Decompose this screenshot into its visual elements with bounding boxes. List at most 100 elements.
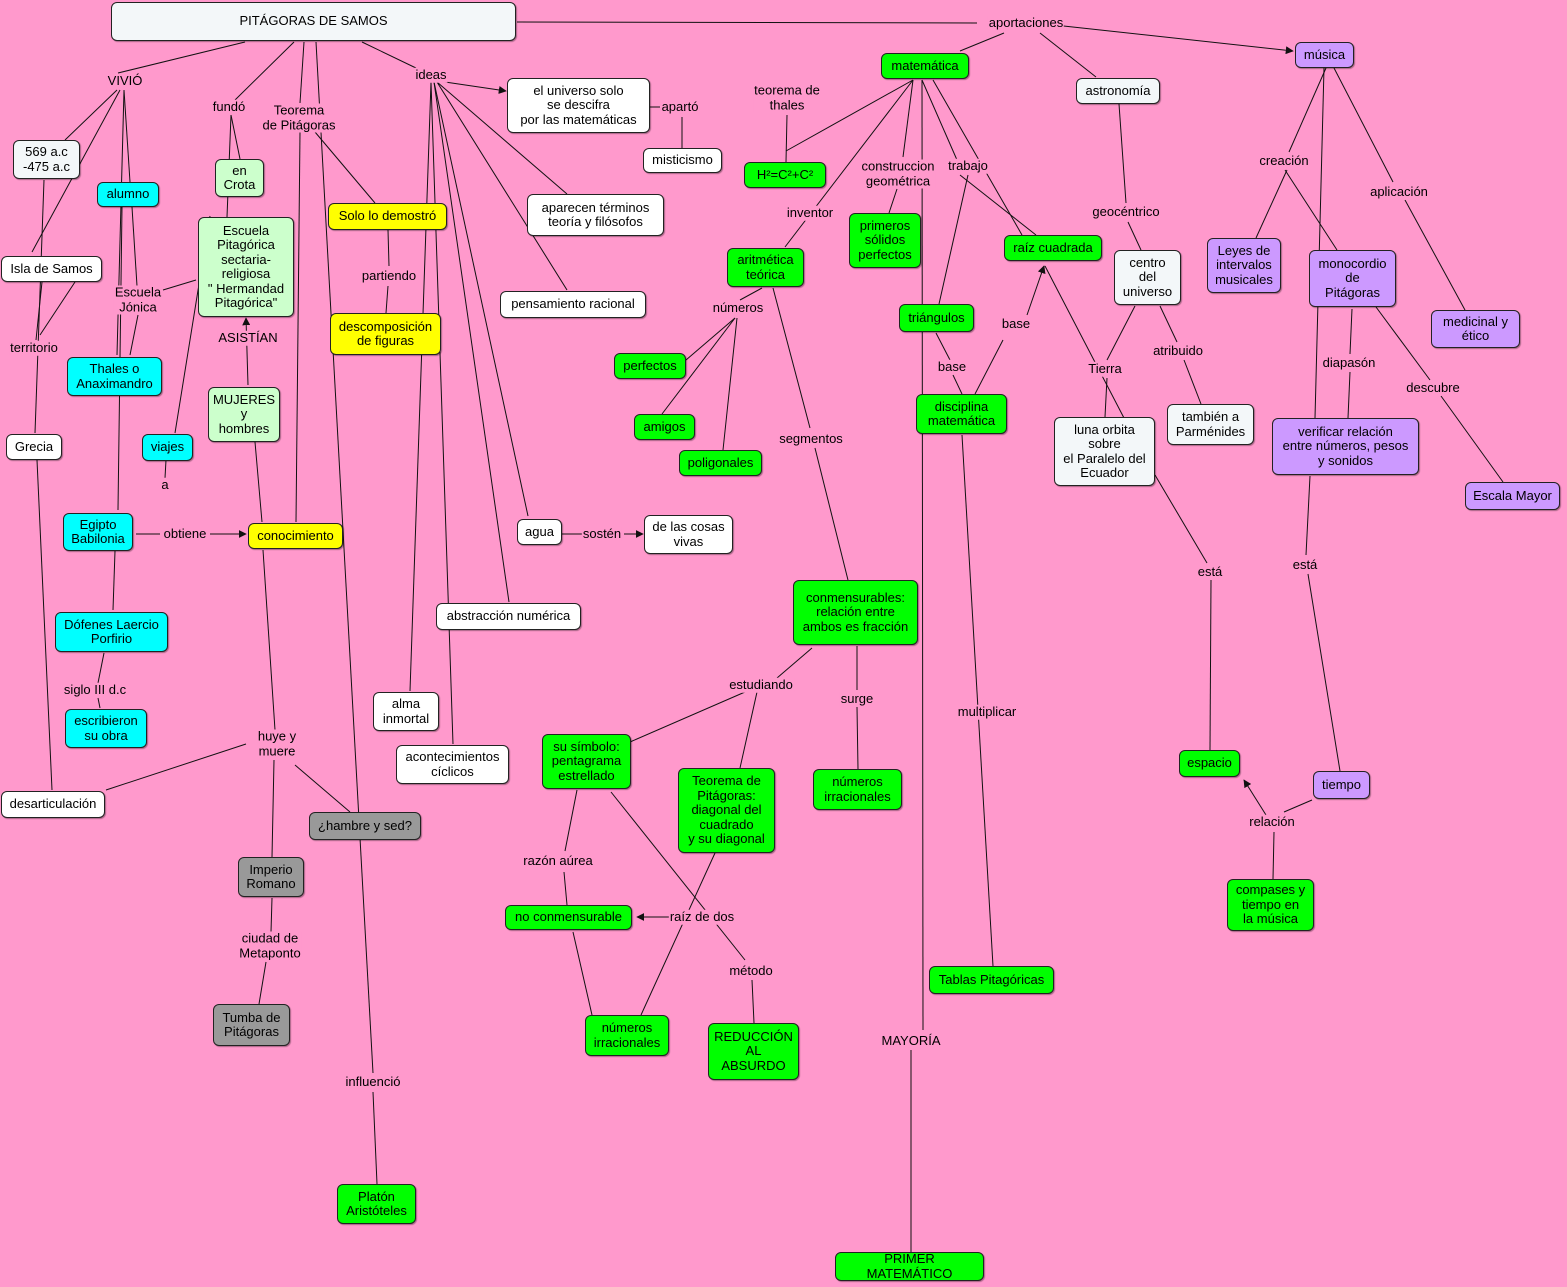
node-agua[interactable]: agua: [517, 519, 562, 545]
node-centro-del-universo[interactable]: centro del universo: [1114, 250, 1181, 305]
label-relacion: relación: [1248, 813, 1296, 830]
connector-line: [959, 174, 1037, 236]
connector-line: [902, 79, 914, 158]
connector-line: [164, 459, 167, 479]
node-numeros-irracionales-1[interactable]: números irracionales: [813, 769, 902, 810]
node-triangulos[interactable]: triángulos: [899, 304, 974, 332]
node-musica[interactable]: música: [1295, 42, 1354, 68]
label-metodo: método: [728, 962, 774, 979]
node-formula-h2[interactable]: H²=C²+C²: [744, 162, 826, 188]
connector-line: [162, 279, 197, 291]
node-descomposicion-figuras[interactable]: descomposición de figuras: [330, 313, 441, 355]
node-tablas-pitagoricas[interactable]: Tablas Pitagóricas: [929, 966, 1054, 994]
connector-line: [1039, 32, 1097, 78]
node-egipto-babilonia[interactable]: Egipto Babilonia: [63, 513, 133, 551]
node-no-conmensurable[interactable]: no conmensurable: [505, 905, 632, 930]
node-primer-matematico[interactable]: PRIMER MATEMÁTICO: [835, 1251, 984, 1281]
connector-line: [661, 317, 736, 415]
node-desarticulacion[interactable]: desarticulación: [1, 791, 105, 818]
connector-line: [1154, 474, 1208, 564]
label-construccion-geometrica: construccion geométrica: [860, 158, 936, 189]
connector-line: [361, 41, 417, 69]
node-misticismo[interactable]: misticismo: [643, 148, 722, 173]
connector-line: [299, 41, 305, 104]
node-medicinal-etico[interactable]: medicinal y ético: [1431, 310, 1520, 348]
connector-line: [258, 961, 267, 1005]
node-escala-mayor[interactable]: Escala Mayor: [1465, 482, 1560, 510]
node-tambien-parmenides[interactable]: también a Parménides: [1167, 404, 1254, 445]
node-en-crota[interactable]: en Crota: [215, 159, 264, 197]
node-astronomia[interactable]: astronomía: [1076, 78, 1160, 104]
node-reduccion-al-absurdo[interactable]: REDUCCIÓN AL ABSURDO: [708, 1023, 799, 1080]
label-partiendo: partiendo: [360, 267, 418, 284]
node-leyes-intervalos[interactable]: Leyes de intervalos musicales: [1207, 238, 1281, 293]
node-matematica[interactable]: matemática: [881, 53, 969, 79]
node-dofenes-laercio[interactable]: Dófenes Laercio Porfirio: [55, 612, 168, 652]
connector-line: [117, 41, 246, 74]
label-multiplicar: multiplicar: [956, 703, 1018, 720]
node-cosas-vivas[interactable]: de las cosas vivas: [644, 515, 733, 554]
node-tumba-de-pitagoras[interactable]: Tumba de Pitágoras: [213, 1004, 290, 1046]
node-luna-orbita[interactable]: luna orbita sobre el Paralelo del Ecuado…: [1054, 417, 1155, 486]
node-conocimiento[interactable]: conocimiento: [248, 523, 343, 549]
connector-line: [234, 41, 295, 101]
node-pensamiento-racional[interactable]: pensamiento racional: [500, 291, 646, 318]
node-platon-aristoteles[interactable]: Platón Aristóteles: [337, 1184, 416, 1224]
connector-line: [372, 1091, 378, 1185]
connector-line: [433, 81, 529, 517]
node-universo-matematicas[interactable]: el universo solo se descifra por las mat…: [507, 78, 650, 133]
node-teorema-diagonal[interactable]: Teorema de Pitágoras: diagonal del cuadr…: [678, 768, 775, 853]
connector-line: [295, 131, 301, 523]
node-solo-lo-demostro[interactable]: Solo lo demostró: [328, 203, 447, 230]
node-escribieron-su-obra[interactable]: escribieron su obra: [65, 709, 147, 748]
connector-line: [685, 317, 736, 361]
label-base-1: base: [1000, 315, 1032, 332]
connector-line: [739, 287, 763, 301]
node-primeros-solidos[interactable]: primeros sólidos perfectos: [849, 213, 921, 268]
node-amigos[interactable]: amigos: [634, 414, 695, 440]
connector-line: [1284, 169, 1338, 251]
node-monocordio[interactable]: monocordio de Pitágoras: [1309, 250, 1396, 307]
node-alumno[interactable]: alumno: [97, 182, 159, 207]
node-perfectos[interactable]: perfectos: [614, 353, 686, 379]
node-alma-inmortal[interactable]: alma inmortal: [373, 692, 439, 731]
node-pitagoras-de-samos[interactable]: PITÁGORAS DE SAMOS: [111, 2, 516, 41]
connector-line: [123, 89, 131, 183]
node-viajes[interactable]: viajes: [142, 434, 193, 461]
node-verificar-relacion[interactable]: verificar relación entre números, pesos …: [1272, 418, 1419, 475]
connector-line: [409, 81, 432, 692]
connector-line: [938, 174, 969, 305]
label-a: a: [160, 476, 170, 493]
label-obtiene: obtiene: [162, 525, 208, 542]
node-raiz-cuadrada[interactable]: raíz cuadrada: [1004, 235, 1102, 261]
node-poligonales[interactable]: poligonales: [679, 450, 762, 476]
connector-line: [430, 81, 454, 745]
node-espacio[interactable]: espacio: [1179, 750, 1240, 777]
connector-line: [36, 459, 53, 791]
node-su-simbolo[interactable]: su símbolo: pentagrama estrellado: [542, 734, 631, 789]
label-ciudad-metaponto: ciudad de Metaponto: [238, 930, 302, 961]
node-grecia[interactable]: Grecia: [6, 434, 62, 460]
node-compases[interactable]: compases y tiempo en la música: [1227, 879, 1314, 931]
label-estudiando: estudiando: [728, 676, 794, 693]
connector-arrow: [444, 81, 507, 94]
node-mujeres-hombres[interactable]: MUJERES y hombres: [208, 387, 280, 442]
node-escuela-pitagorica[interactable]: Escuela Pitagórica sectaria- religiosa "…: [198, 217, 294, 317]
node-aparecen-terminos[interactable]: aparecen términos teoría y filósofos: [527, 194, 664, 236]
connector-line: [1314, 67, 1325, 419]
node-aritmetica-teorica[interactable]: aritmética teórica: [727, 248, 804, 287]
connector-line: [294, 764, 351, 813]
node-hambre-y-sed[interactable]: ¿hambre y sed?: [309, 812, 421, 840]
node-disciplina-matematica[interactable]: disciplina matemática: [916, 394, 1007, 434]
node-imperio-romano[interactable]: Imperio Romano: [238, 857, 304, 897]
node-numeros-irracionales-2[interactable]: números irracionales: [585, 1015, 669, 1056]
node-569-475[interactable]: 569 a.c -475 a.c: [13, 140, 80, 179]
node-abstraccion-numerica[interactable]: abstracción numérica: [436, 603, 581, 630]
node-acontecimientos-ciclicos[interactable]: acontecimientos cíclicos: [396, 745, 509, 784]
node-conmensurables[interactable]: conmensurables: relación entre ambos es …: [793, 580, 918, 645]
node-isla-de-samos[interactable]: Isla de Samos: [1, 256, 102, 282]
connector-line: [131, 206, 138, 287]
connector-line: [776, 647, 813, 679]
node-tiempo[interactable]: tiempo: [1313, 771, 1370, 799]
node-thales-anaximandro[interactable]: Thales o Anaximandro: [67, 357, 162, 396]
